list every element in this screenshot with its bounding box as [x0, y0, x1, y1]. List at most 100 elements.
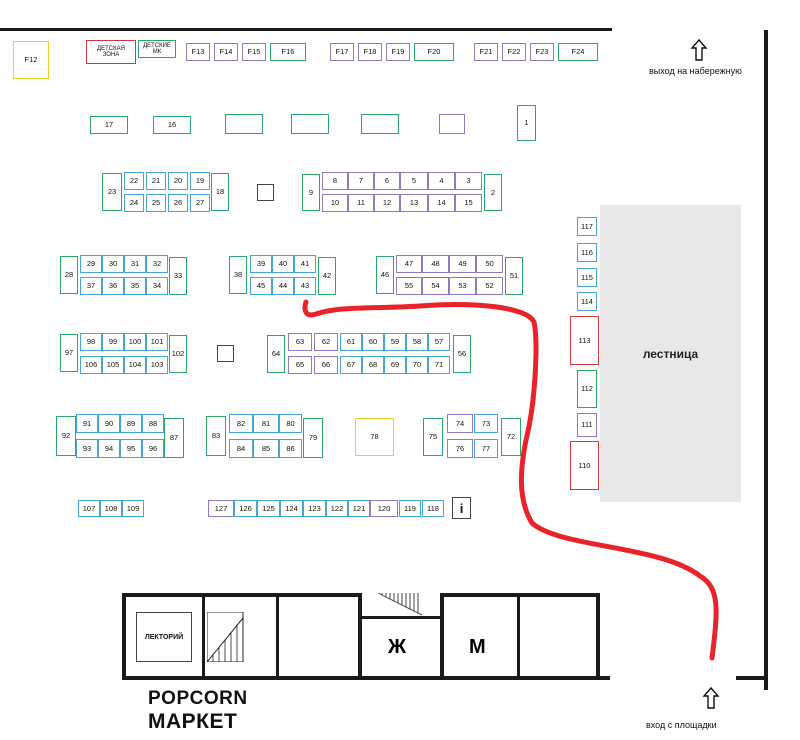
- stall-49[interactable]: 49: [449, 255, 476, 273]
- stall-21[interactable]: 21: [146, 172, 166, 190]
- stall-63[interactable]: 63: [288, 333, 312, 351]
- stall-40[interactable]: 40: [272, 255, 294, 273]
- stall-83[interactable]: 83: [206, 416, 226, 456]
- stall-104[interactable]: 104: [124, 356, 146, 374]
- stall-11[interactable]: 11: [348, 194, 374, 212]
- stall-1[interactable]: 1: [517, 105, 536, 141]
- stall-12[interactable]: 12: [374, 194, 400, 212]
- stall-96[interactable]: 96: [142, 439, 164, 458]
- stall-112[interactable]: 112: [577, 370, 597, 408]
- stall-76[interactable]: 76: [447, 439, 473, 458]
- stall-38[interactable]: 38: [229, 256, 247, 294]
- stall-33[interactable]: 33: [169, 257, 187, 295]
- stall-105[interactable]: 105: [102, 356, 124, 374]
- stall-116[interactable]: 116: [577, 243, 597, 262]
- stall-102[interactable]: 102: [169, 335, 187, 373]
- stall-F22[interactable]: F22: [502, 43, 526, 61]
- stall-117[interactable]: 117: [577, 217, 597, 236]
- stall-118[interactable]: 118: [422, 500, 444, 517]
- stall-9[interactable]: 9: [302, 174, 320, 211]
- stall-2[interactable]: 2: [484, 174, 502, 211]
- lectorium[interactable]: ЛЕКТОРИЙ: [136, 612, 192, 662]
- stall-5[interactable]: 5: [400, 172, 428, 190]
- stall-106[interactable]: 106: [80, 356, 102, 374]
- stall-71[interactable]: 71: [428, 356, 450, 374]
- stall-51[interactable]: 51: [505, 257, 523, 295]
- stall-74[interactable]: 74: [447, 414, 473, 433]
- stall-103[interactable]: 103: [146, 356, 168, 374]
- stall-124[interactable]: 124: [280, 500, 303, 517]
- stall-4[interactable]: 4: [428, 172, 455, 190]
- toilet-men[interactable]: М: [469, 636, 486, 658]
- stall-19[interactable]: 19: [190, 172, 210, 190]
- stall-26[interactable]: 26: [168, 194, 188, 212]
- stall-86[interactable]: 86: [279, 439, 302, 458]
- exit-label[interactable]: выход на набережную: [649, 66, 742, 76]
- stall-48[interactable]: 48: [422, 255, 449, 273]
- stall-123[interactable]: 123: [303, 500, 326, 517]
- toilet-women[interactable]: Ж: [388, 636, 407, 658]
- stall-47[interactable]: 47: [396, 255, 422, 273]
- stall-10[interactable]: 10: [322, 194, 348, 212]
- stall-15[interactable]: 15: [455, 194, 482, 212]
- stall-53[interactable]: 53: [449, 277, 476, 295]
- stall-37[interactable]: 37: [80, 277, 102, 295]
- stall-F16[interactable]: F16: [270, 43, 306, 61]
- stall-14[interactable]: 14: [428, 194, 455, 212]
- stall-65[interactable]: 65: [288, 356, 312, 374]
- stall-101[interactable]: 101: [146, 333, 168, 351]
- stall-100[interactable]: 100: [124, 333, 146, 351]
- stall-113[interactable]: 113: [570, 316, 599, 365]
- stall-3[interactable]: 3: [455, 172, 482, 190]
- stall-43[interactable]: 43: [294, 277, 316, 295]
- stall-87[interactable]: 87: [164, 418, 184, 458]
- stall-F20[interactable]: F20: [414, 43, 454, 61]
- stall-20[interactable]: 20: [168, 172, 188, 190]
- stall-57[interactable]: 57: [428, 333, 450, 351]
- stall-125[interactable]: 125: [257, 500, 280, 517]
- stall-54[interactable]: 54: [422, 277, 449, 295]
- stall-92[interactable]: 92: [56, 416, 76, 456]
- stall-97[interactable]: 97: [60, 334, 78, 372]
- stall-6[interactable]: 6: [374, 172, 400, 190]
- stall-114[interactable]: 114: [577, 292, 597, 311]
- stall-8[interactable]: 8: [322, 172, 348, 190]
- stall-70[interactable]: 70: [406, 356, 428, 374]
- stall-64[interactable]: 64: [267, 335, 285, 373]
- stall-115[interactable]: 115: [577, 268, 597, 287]
- stall-13[interactable]: 13: [400, 194, 428, 212]
- stall-75[interactable]: 75: [423, 418, 443, 456]
- stall-44[interactable]: 44: [272, 277, 294, 295]
- stall-58[interactable]: 58: [406, 333, 428, 351]
- stall-73[interactable]: 73: [474, 414, 498, 433]
- stall-16[interactable]: 16: [153, 116, 191, 134]
- stall-98[interactable]: 98: [80, 333, 102, 351]
- stall-42[interactable]: 42: [318, 257, 336, 295]
- stall-F24[interactable]: F24: [558, 43, 598, 61]
- info-point[interactable]: i: [452, 497, 471, 519]
- stall-59[interactable]: 59: [384, 333, 406, 351]
- stall-unnumbered[interactable]: [439, 114, 465, 134]
- stall-25[interactable]: 25: [146, 194, 166, 212]
- stall-107[interactable]: 107: [78, 500, 100, 517]
- stall-45[interactable]: 45: [250, 277, 272, 295]
- stall-84[interactable]: 84: [229, 439, 253, 458]
- stall-69[interactable]: 69: [384, 356, 406, 374]
- stall-F13[interactable]: F13: [186, 43, 210, 61]
- stall-66[interactable]: 66: [314, 356, 338, 374]
- stall-110[interactable]: 110: [570, 441, 599, 490]
- stall-30[interactable]: 30: [102, 255, 124, 273]
- stall-55[interactable]: 55: [396, 277, 422, 295]
- entrance-label[interactable]: вход с площадки: [646, 720, 717, 730]
- stall-kids-zone[interactable]: ДЕТСКАЯ ЗОНА: [86, 40, 136, 64]
- stall-56[interactable]: 56: [453, 335, 471, 373]
- stall-32[interactable]: 32: [146, 255, 168, 273]
- stall-93[interactable]: 93: [76, 439, 98, 458]
- stall-72[interactable]: 72: [501, 418, 521, 456]
- stall-F21[interactable]: F21: [474, 43, 498, 61]
- stall-unnumbered[interactable]: [291, 114, 329, 134]
- stall-122[interactable]: 122: [326, 500, 348, 517]
- stall-61[interactable]: 61: [340, 333, 362, 351]
- stall-18[interactable]: 18: [211, 173, 229, 211]
- stall-F19[interactable]: F19: [386, 43, 410, 61]
